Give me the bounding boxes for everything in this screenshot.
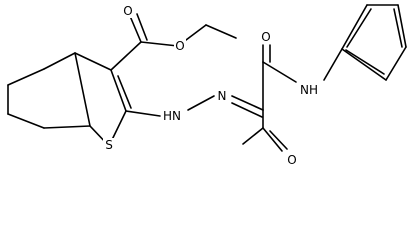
svg-text:N: N <box>218 89 227 103</box>
phenyl-ring <box>323 4 407 81</box>
amide-nh-label: NH <box>298 83 320 97</box>
atom-labels: O O S HN N O NH O <box>103 4 320 167</box>
svg-text:S: S <box>105 138 113 152</box>
hydrazone-n-label: N <box>216 89 228 103</box>
svg-text:O: O <box>175 39 184 53</box>
hydrazone-nh-label: HN <box>161 109 183 123</box>
svg-text:O: O <box>123 4 132 18</box>
ester-ether-o-label: O <box>174 39 186 53</box>
amide-o-label: O <box>260 30 272 44</box>
thiophene-ring <box>74 52 132 147</box>
svg-text:HN: HN <box>163 109 181 123</box>
svg-text:NH: NH <box>300 83 318 97</box>
svg-text:O: O <box>261 30 270 44</box>
ketone-o-label: O <box>286 153 298 167</box>
ester-carbonyl-o-label: O <box>122 4 134 18</box>
thiophene-s-label: S <box>103 138 115 152</box>
svg-text:O: O <box>287 153 296 167</box>
hydrazone-linkage <box>125 95 264 118</box>
amide-ketone-chain <box>242 44 297 152</box>
molecular-structure: O O S HN N O NH O <box>7 4 407 167</box>
cyclohexene-ring <box>7 52 91 129</box>
ethyl-ester <box>110 13 237 71</box>
